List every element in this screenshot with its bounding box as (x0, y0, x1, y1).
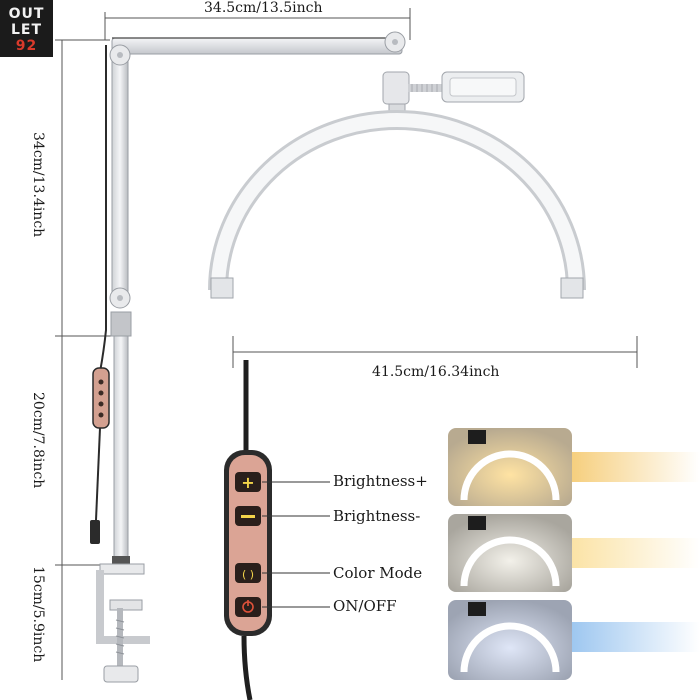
logo-line-2: LET (10, 22, 43, 38)
pole-height-label: 20cm/7.8inch (30, 392, 46, 489)
on-off-label: ON/OFF (333, 597, 397, 615)
dimension-lines (55, 8, 638, 680)
outlet92-logo: OUT LET 92 (0, 0, 53, 57)
logo-line-1: OUT (8, 6, 45, 22)
lamp-width-label: 41.5cm/16.34inch (372, 364, 500, 380)
color-previews (448, 428, 700, 680)
arm-width-label: 34.5cm/13.5inch (204, 0, 323, 16)
clamp-height-label: 15cm/5.9inch (30, 566, 46, 663)
brightness-plus-label: Brightness+ (333, 472, 428, 490)
svg-text:+: + (241, 473, 254, 492)
svg-text:( ): ( ) (242, 568, 254, 581)
logo-line-3: 92 (15, 38, 38, 54)
arm-height-label: 34cm/13.4inch (30, 132, 46, 238)
brightness-minus-label: Brightness- (333, 507, 421, 525)
color-mode-label: Color Mode (333, 564, 423, 582)
controller-body (229, 455, 267, 631)
